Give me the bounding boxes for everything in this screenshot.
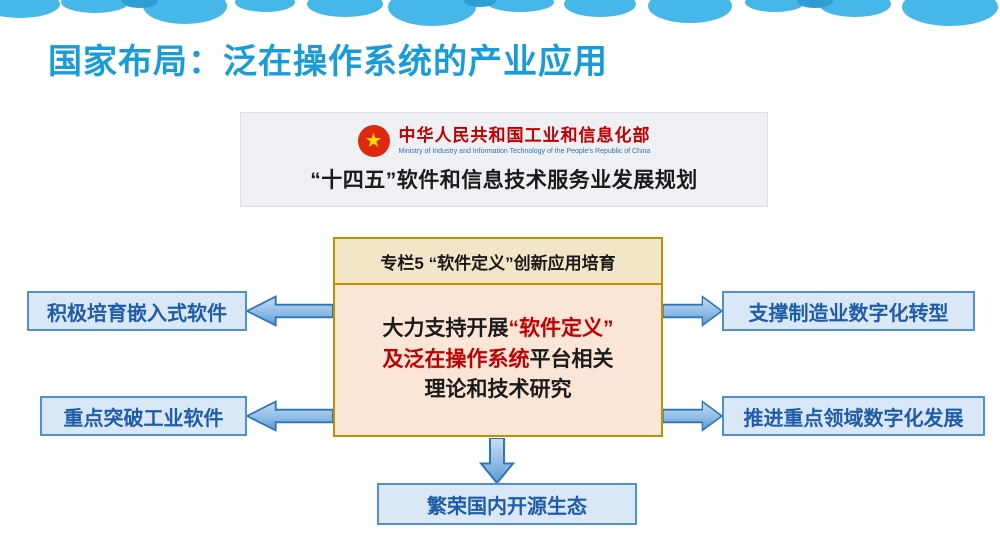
ministry-name-en: Ministry of Industry and Information Tec… — [398, 147, 651, 155]
arrow-down-icon — [477, 438, 517, 483]
clouds-icon — [0, 0, 998, 26]
page-title: 国家布局：泛在操作系统的产业应用 — [48, 43, 608, 81]
center-box-header: 专栏5 “软件定义”创新应用培育 — [335, 239, 661, 285]
ministry-name-cn: 中华人民共和国工业和信息化部 — [398, 126, 651, 146]
node-manufacturing-transformation: 支撑制造业数字化转型 — [722, 291, 975, 331]
arrow-right-bottom-icon — [663, 398, 722, 434]
node-embedded-software: 积极培育嵌入式软件 — [27, 291, 247, 331]
center-policy-box: 专栏5 “软件定义”创新应用培育 大力支持开展“软件定义”及泛在操作系统平台相关… — [333, 237, 663, 437]
ministry-panel: ★ 中华人民共和国工业和信息化部 Ministry of Industry an… — [240, 112, 768, 207]
node-key-fields-digitalization: 推进重点领域数字化发展 — [722, 396, 985, 436]
node-open-source-ecosystem: 繁荣国内开源生态 — [377, 483, 637, 525]
plan-title: “十四五”软件和信息技术服务业发展规划 — [310, 169, 698, 192]
ministry-names: 中华人民共和国工业和信息化部 Ministry of Industry and … — [399, 126, 651, 156]
arrow-right-top-icon — [663, 293, 722, 329]
cloud-band-decoration — [0, 0, 1000, 38]
node-industrial-software: 重点突破工业软件 — [40, 396, 247, 436]
arrow-left-top-icon — [247, 293, 333, 329]
center-box-body: 大力支持开展“软件定义”及泛在操作系统平台相关理论和技术研究 — [382, 317, 614, 402]
ministry-logo-row: ★ 中华人民共和国工业和信息化部 Ministry of Industry an… — [357, 125, 651, 157]
arrow-left-bottom-icon — [247, 398, 333, 434]
china-national-emblem-icon: ★ — [357, 125, 390, 157]
